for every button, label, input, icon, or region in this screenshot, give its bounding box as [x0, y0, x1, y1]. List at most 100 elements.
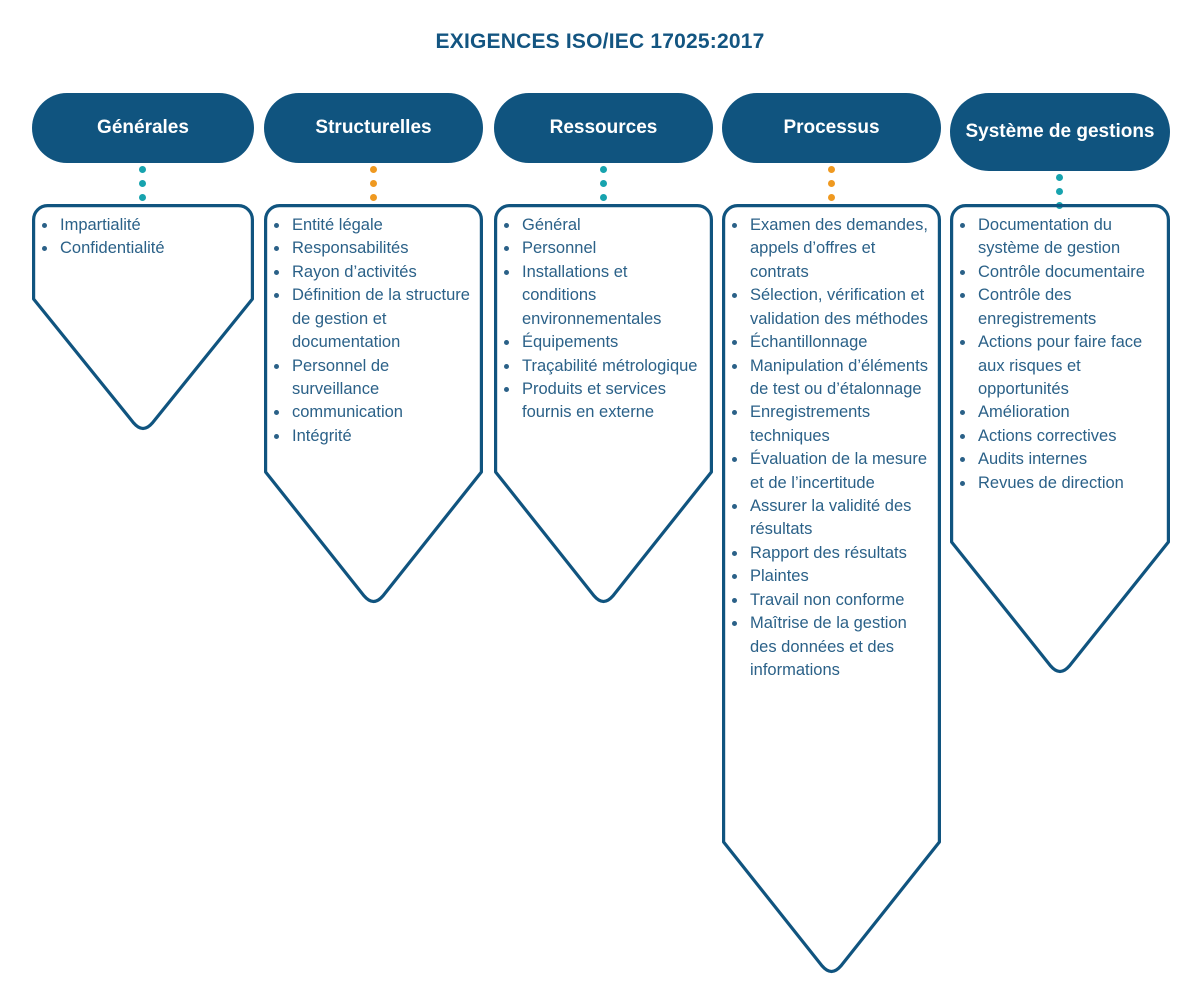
- list-item-label: Maîtrise de la gestion des données et de…: [750, 614, 907, 680]
- list-item-label: Amélioration: [978, 403, 1070, 422]
- list-item: Personnel de surveillance: [274, 355, 472, 402]
- list-item-label: Traçabilité métrologique: [522, 356, 698, 375]
- list-item: Rapport des résultats: [732, 542, 930, 565]
- category-banner-processus: [722, 204, 941, 977]
- list-item-label: Définition de la structure de gestion et…: [292, 286, 470, 352]
- connector-dot-icon: [599, 194, 607, 201]
- list-item: Sélection, vérification et validation de…: [732, 284, 930, 331]
- list-item: Documentation du système de gestion: [960, 214, 1160, 261]
- bullet-icon: [960, 223, 974, 228]
- list-item-label: Confidentialité: [60, 239, 165, 258]
- connector-dots-ressources: [599, 166, 607, 201]
- bullet-icon: [732, 340, 746, 345]
- list-item-label: Documentation du système de gestion: [978, 216, 1121, 258]
- bullet-icon: [732, 223, 746, 228]
- requirements-list-processus: Examen des demandes, appels d’offres et …: [732, 214, 930, 682]
- bullet-icon: [732, 457, 746, 462]
- list-item-label: Rayon d’activités: [292, 262, 417, 281]
- list-item-label: Produits et services fournis en externe: [522, 379, 666, 422]
- list-item: Personnel: [504, 237, 704, 260]
- list-item-label: Contrôle documentaire: [978, 262, 1145, 281]
- category-header-generales[interactable]: Générales: [32, 93, 254, 163]
- list-item-label: Équipements: [522, 333, 619, 352]
- list-item-label: Examen des demandes, appels d’offres et …: [750, 216, 928, 281]
- list-item: Revues de direction: [960, 472, 1160, 495]
- connector-dot-icon: [369, 166, 377, 173]
- list-item-label: Sélection, vérification et validation de…: [750, 286, 928, 328]
- list-item-label: Plaintes: [750, 567, 809, 586]
- list-item: Rayon d’activités: [274, 261, 472, 284]
- bullet-icon: [504, 387, 518, 392]
- bullet-icon: [42, 223, 56, 228]
- category-header-processus[interactable]: Processus: [722, 93, 941, 163]
- bullet-icon: [274, 410, 288, 415]
- category-banner-ressources: [494, 204, 713, 607]
- bullet-icon: [960, 457, 974, 462]
- list-item-label: Contrôle des enregistrements: [978, 286, 1097, 328]
- connector-dot-icon: [369, 194, 377, 201]
- category-header-label: Ressources: [549, 117, 658, 139]
- bullet-icon: [960, 270, 974, 275]
- bullet-icon: [274, 270, 288, 275]
- list-item: Traçabilité métrologique: [504, 355, 704, 378]
- category-header-structurelles[interactable]: Structurelles: [264, 93, 483, 163]
- list-item-label: Revues de direction: [978, 473, 1124, 492]
- bullet-icon: [732, 598, 746, 603]
- bullet-icon: [504, 246, 518, 251]
- list-item: Échantillonnage: [732, 331, 930, 354]
- bullet-icon: [960, 481, 974, 486]
- connector-dot-icon: [599, 180, 607, 187]
- list-item-label: Actions correctives: [978, 426, 1117, 445]
- bullet-icon: [504, 270, 518, 275]
- connector-dots-generales: [139, 166, 146, 201]
- category-header-label: Structurelles: [315, 117, 432, 139]
- bullet-icon: [42, 246, 56, 251]
- category-header-systeme-de-gestions[interactable]: Système de gestions: [950, 93, 1170, 171]
- category-header-label: Système de gestions: [965, 121, 1155, 143]
- connector-dot-icon: [369, 180, 377, 187]
- list-item: Intégrité: [274, 425, 472, 448]
- bullet-icon: [960, 434, 974, 439]
- category-header-ressources[interactable]: Ressources: [494, 93, 713, 163]
- connector-dot-icon: [139, 194, 146, 201]
- list-item: Assurer la validité des résultats: [732, 495, 930, 542]
- connector-dot-icon: [827, 166, 835, 173]
- list-item: Maîtrise de la gestion des données et de…: [732, 612, 930, 682]
- list-item-label: Personnel: [522, 239, 597, 258]
- bullet-icon: [504, 364, 518, 369]
- bullet-icon: [732, 410, 746, 415]
- connector-dots-processus: [827, 166, 835, 201]
- list-item: Plaintes: [732, 565, 930, 588]
- bullet-icon: [274, 364, 288, 369]
- list-item-label: Rapport des résultats: [750, 543, 907, 562]
- bullet-icon: [732, 364, 746, 369]
- bullet-icon: [960, 410, 974, 415]
- list-item: Entité légale: [274, 214, 472, 237]
- list-item-label: Assurer la validité des résultats: [750, 497, 912, 539]
- bullet-icon: [732, 293, 746, 298]
- list-item: Confidentialité: [42, 237, 242, 260]
- list-item: Manipulation d’éléments de test ou d’éta…: [732, 355, 930, 402]
- bullet-icon: [732, 574, 746, 579]
- list-item: Évaluation de la mesure et de l’incertit…: [732, 448, 930, 495]
- connector-dot-icon: [1056, 188, 1063, 195]
- category-banner-structurelles: [264, 204, 483, 607]
- connector-dots-structurelles: [369, 166, 377, 201]
- connector-dot-icon: [139, 166, 146, 173]
- list-item-label: Travail non conforme: [750, 590, 905, 609]
- list-item: Produits et services fournis en externe: [504, 378, 704, 425]
- connector-dot-icon: [139, 180, 146, 187]
- connector-dot-icon: [1056, 174, 1063, 181]
- bullet-icon: [504, 223, 518, 228]
- list-item: Actions pour faire face aux risques et o…: [960, 331, 1160, 401]
- connector-dot-icon: [827, 194, 835, 201]
- category-header-label: Générales: [97, 117, 189, 139]
- list-item: Enregistrements techniques: [732, 401, 930, 448]
- list-item-label: Actions pour faire face aux risques et o…: [978, 333, 1143, 398]
- list-item: communication: [274, 401, 472, 424]
- list-item-label: Personnel de surveillance: [292, 356, 390, 398]
